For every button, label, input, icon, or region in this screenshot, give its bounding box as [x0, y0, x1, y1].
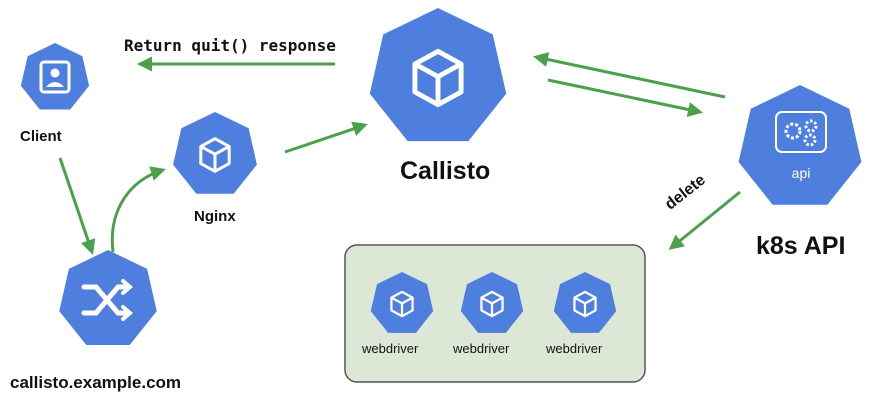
- webdriver-label-3: webdriver: [546, 341, 603, 356]
- client-label: Client: [20, 128, 62, 145]
- k8s-api-label: k8s API: [756, 232, 846, 260]
- api-badge-label: api: [792, 165, 811, 181]
- return-note: Return quit() response: [124, 36, 336, 55]
- nginx-label: Nginx: [194, 208, 236, 225]
- arrow-callisto-to-k8s: [547, 78, 703, 117]
- user-card-icon: [39, 60, 71, 94]
- arrow-k8s-to-callisto: [533, 52, 726, 99]
- shuffle-icon: [81, 279, 134, 321]
- webdriver-label-1: webdriver: [362, 341, 419, 356]
- callisto-node: [369, 8, 507, 142]
- arrows: [58, 52, 741, 255]
- nginx-node: [173, 112, 257, 194]
- webdriver-label-2: webdriver: [453, 341, 510, 356]
- arrow-host-to-nginx: [110, 166, 166, 253]
- arrow-nginx-to-callisto: [284, 121, 368, 154]
- gears-icon: [775, 111, 827, 153]
- k8s-api-node: [738, 85, 862, 205]
- arrow-delete-webdrivers: [668, 190, 741, 250]
- host-label: callisto.example.com: [10, 373, 182, 392]
- callisto-label: Callisto: [400, 157, 491, 185]
- arrow-client-to-host: [58, 157, 96, 255]
